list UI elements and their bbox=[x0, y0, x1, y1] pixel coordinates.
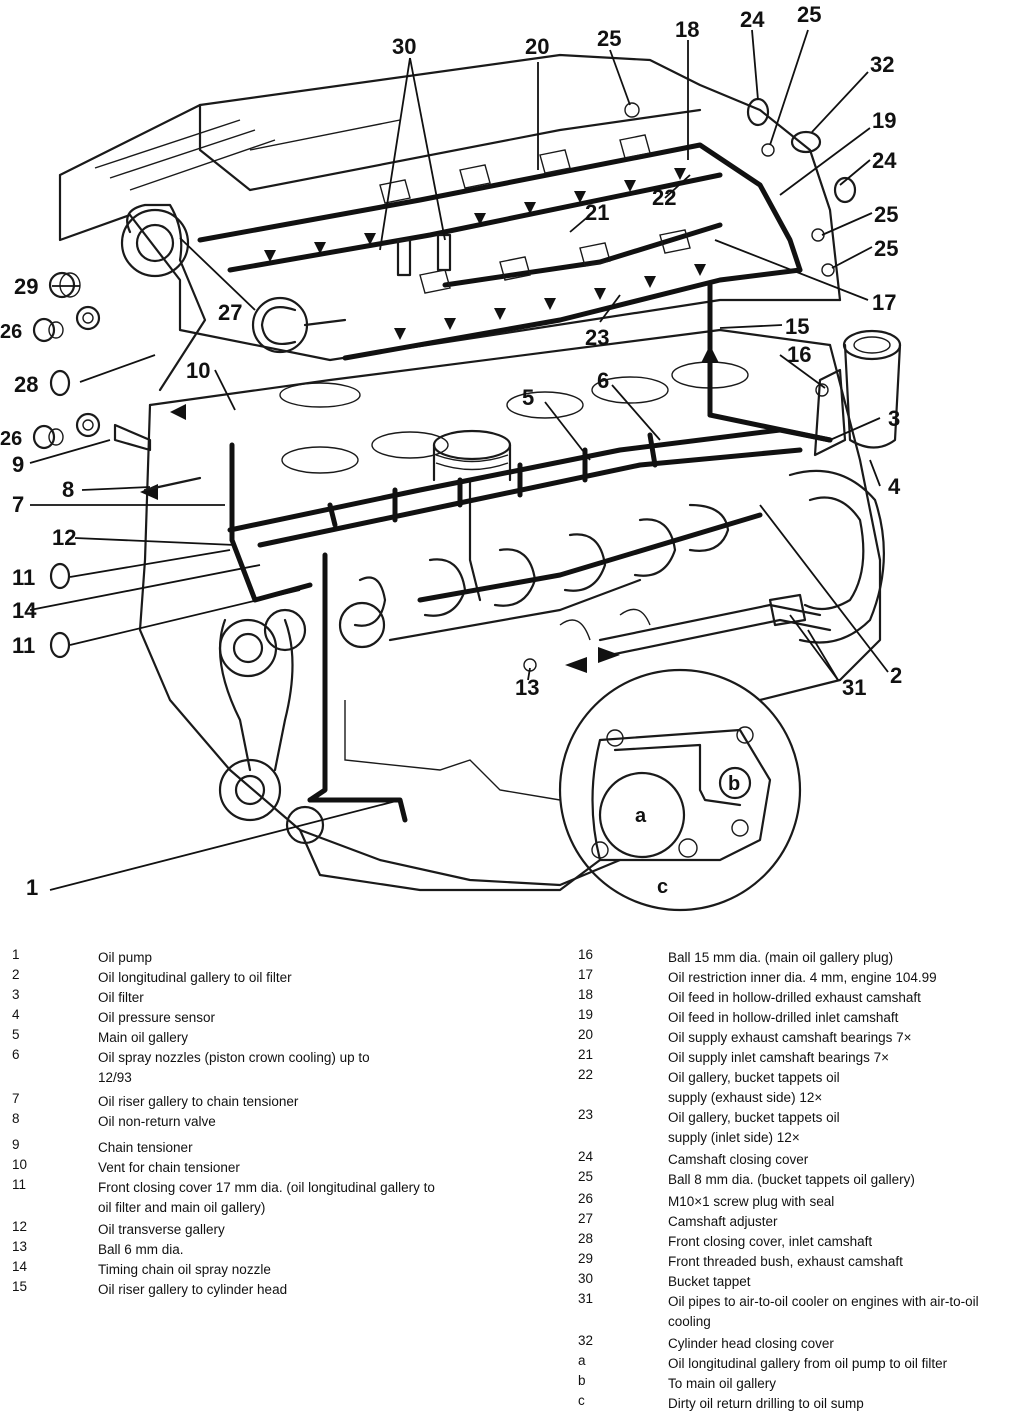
bearing-caps bbox=[379, 134, 691, 294]
callout-18: 18 bbox=[675, 17, 699, 42]
callout-26-upper: 26 bbox=[0, 321, 22, 343]
flywheel-housing bbox=[788, 469, 885, 644]
callout-25-right2: 25 bbox=[874, 236, 898, 261]
callout-5: 5 bbox=[522, 385, 534, 410]
callout-7: 7 bbox=[12, 492, 24, 517]
callout-11-lower: 11 bbox=[12, 633, 35, 658]
callout-labels: 30 20 25 18 24 25 32 19 24 22 21 25 25 1… bbox=[0, 2, 902, 900]
oil-filter bbox=[813, 329, 902, 457]
callout-3: 3 bbox=[888, 406, 900, 431]
callout-12: 12 bbox=[52, 525, 76, 550]
flow-arrows bbox=[140, 168, 719, 673]
callout-22: 22 bbox=[652, 185, 676, 210]
callout-20: 20 bbox=[525, 34, 549, 59]
callout-14: 14 bbox=[12, 598, 37, 623]
callout-9: 9 bbox=[12, 452, 24, 477]
oil-galleries bbox=[197, 142, 833, 823]
inset-detail bbox=[558, 668, 802, 912]
callout-1: 1 bbox=[26, 875, 38, 900]
callout-11-upper: 11 bbox=[12, 565, 35, 590]
engine-outline bbox=[58, 53, 882, 892]
callout-16: 16 bbox=[787, 342, 811, 367]
callout-b: b bbox=[728, 773, 740, 795]
bucket-tappets bbox=[396, 233, 452, 277]
callout-25-top: 25 bbox=[597, 26, 621, 51]
callout-25-topright: 25 bbox=[797, 2, 821, 27]
callout-25-right1: 25 bbox=[874, 202, 898, 227]
callout-15: 15 bbox=[785, 314, 809, 339]
left-parts bbox=[32, 271, 202, 659]
callout-13: 13 bbox=[515, 675, 539, 700]
callout-a: a bbox=[635, 805, 647, 827]
timing-chain bbox=[120, 203, 325, 845]
callout-29: 29 bbox=[14, 274, 38, 299]
piston bbox=[432, 429, 512, 602]
callout-4: 4 bbox=[888, 474, 901, 499]
callout-8: 8 bbox=[62, 477, 74, 502]
callout-6: 6 bbox=[597, 368, 609, 393]
callout-28: 28 bbox=[14, 372, 38, 397]
callout-17: 17 bbox=[872, 290, 896, 315]
camshaft-adjuster bbox=[251, 296, 347, 354]
callout-32: 32 bbox=[870, 52, 894, 77]
callout-21: 21 bbox=[585, 200, 609, 225]
callout-24-top: 24 bbox=[740, 7, 765, 32]
leader-lines bbox=[29, 29, 889, 891]
callout-23: 23 bbox=[585, 325, 609, 350]
callout-10: 10 bbox=[186, 358, 210, 383]
callout-30: 30 bbox=[392, 34, 416, 59]
callout-2: 2 bbox=[890, 663, 902, 688]
callout-c: c bbox=[657, 876, 668, 898]
engine-lubrication-diagram: 30 20 25 18 24 25 32 19 24 22 21 25 25 1… bbox=[0, 2, 902, 912]
callout-19: 19 bbox=[872, 108, 896, 133]
callout-24-right: 24 bbox=[872, 148, 897, 173]
callout-26-lower: 26 bbox=[0, 428, 22, 450]
cylinder-bores bbox=[279, 361, 749, 474]
right-parts bbox=[523, 97, 857, 672]
callout-31: 31 bbox=[842, 675, 866, 700]
callout-27: 27 bbox=[218, 300, 242, 325]
